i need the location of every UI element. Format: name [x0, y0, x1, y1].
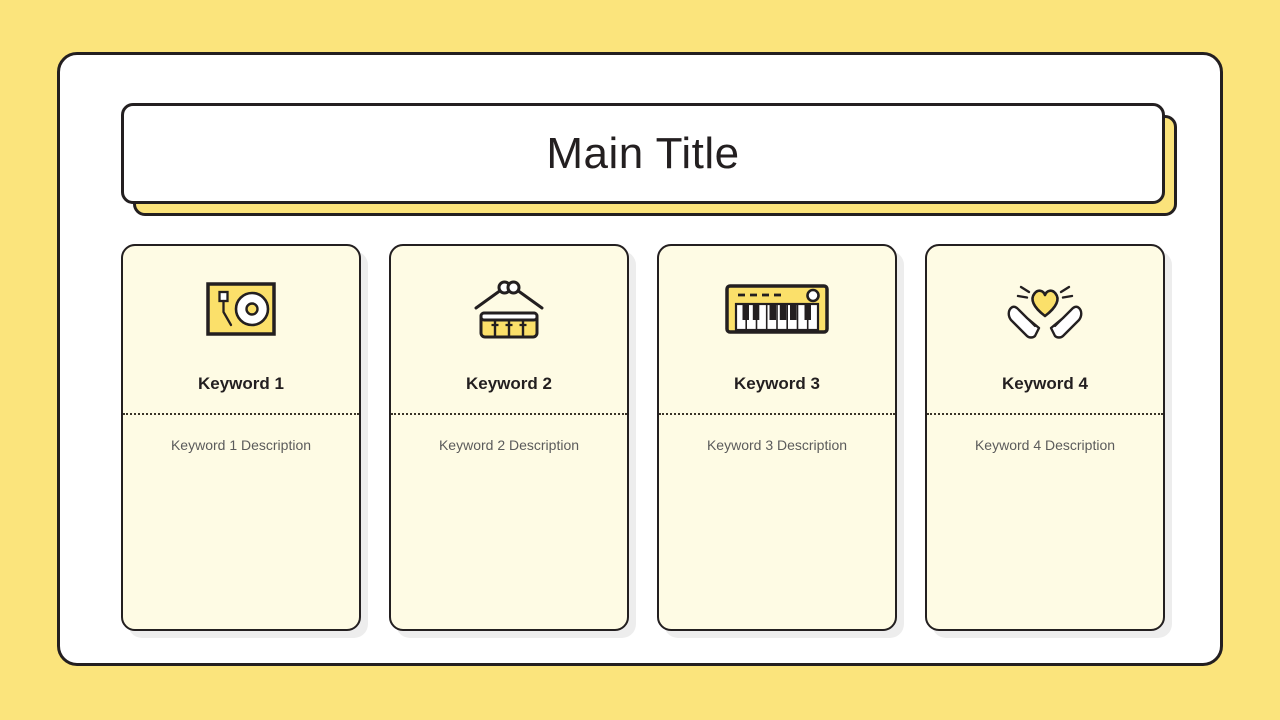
title-bar: Main Title [121, 103, 1177, 216]
card-keyword-3[interactable]: Keyword 3 Keyword 3 Description [657, 244, 897, 631]
card-divider [659, 413, 895, 415]
slide-frame: Main Title Keyword 1 Keyword 1 Descripti… [57, 52, 1223, 666]
title-bar-box[interactable]: Main Title [121, 103, 1165, 204]
card-description: Keyword 1 Description [170, 437, 312, 453]
card-title: Keyword 4 [1002, 374, 1088, 393]
card-title: Keyword 3 [734, 374, 820, 393]
card-description: Keyword 4 Description [974, 437, 1116, 453]
card-description: Keyword 2 Description [438, 437, 580, 453]
hands-holding-heart-icon [1005, 276, 1085, 342]
card-divider [391, 413, 627, 415]
turntable-icon [206, 276, 276, 342]
page-title: Main Title [546, 128, 740, 178]
snare-drum-icon [468, 276, 550, 342]
card-divider [123, 413, 359, 415]
card-row: Keyword 1 Keyword 1 Description [121, 244, 1165, 631]
card-keyword-4[interactable]: Keyword 4 Keyword 4 Description [925, 244, 1165, 631]
keyboard-synth-icon [725, 276, 829, 342]
card-keyword-1[interactable]: Keyword 1 Keyword 1 Description [121, 244, 361, 631]
card-title: Keyword 2 [466, 374, 552, 393]
card-description: Keyword 3 Description [706, 437, 848, 453]
card-divider [927, 413, 1163, 415]
card-keyword-2[interactable]: Keyword 2 Keyword 2 Description [389, 244, 629, 631]
card-title: Keyword 1 [198, 374, 284, 393]
